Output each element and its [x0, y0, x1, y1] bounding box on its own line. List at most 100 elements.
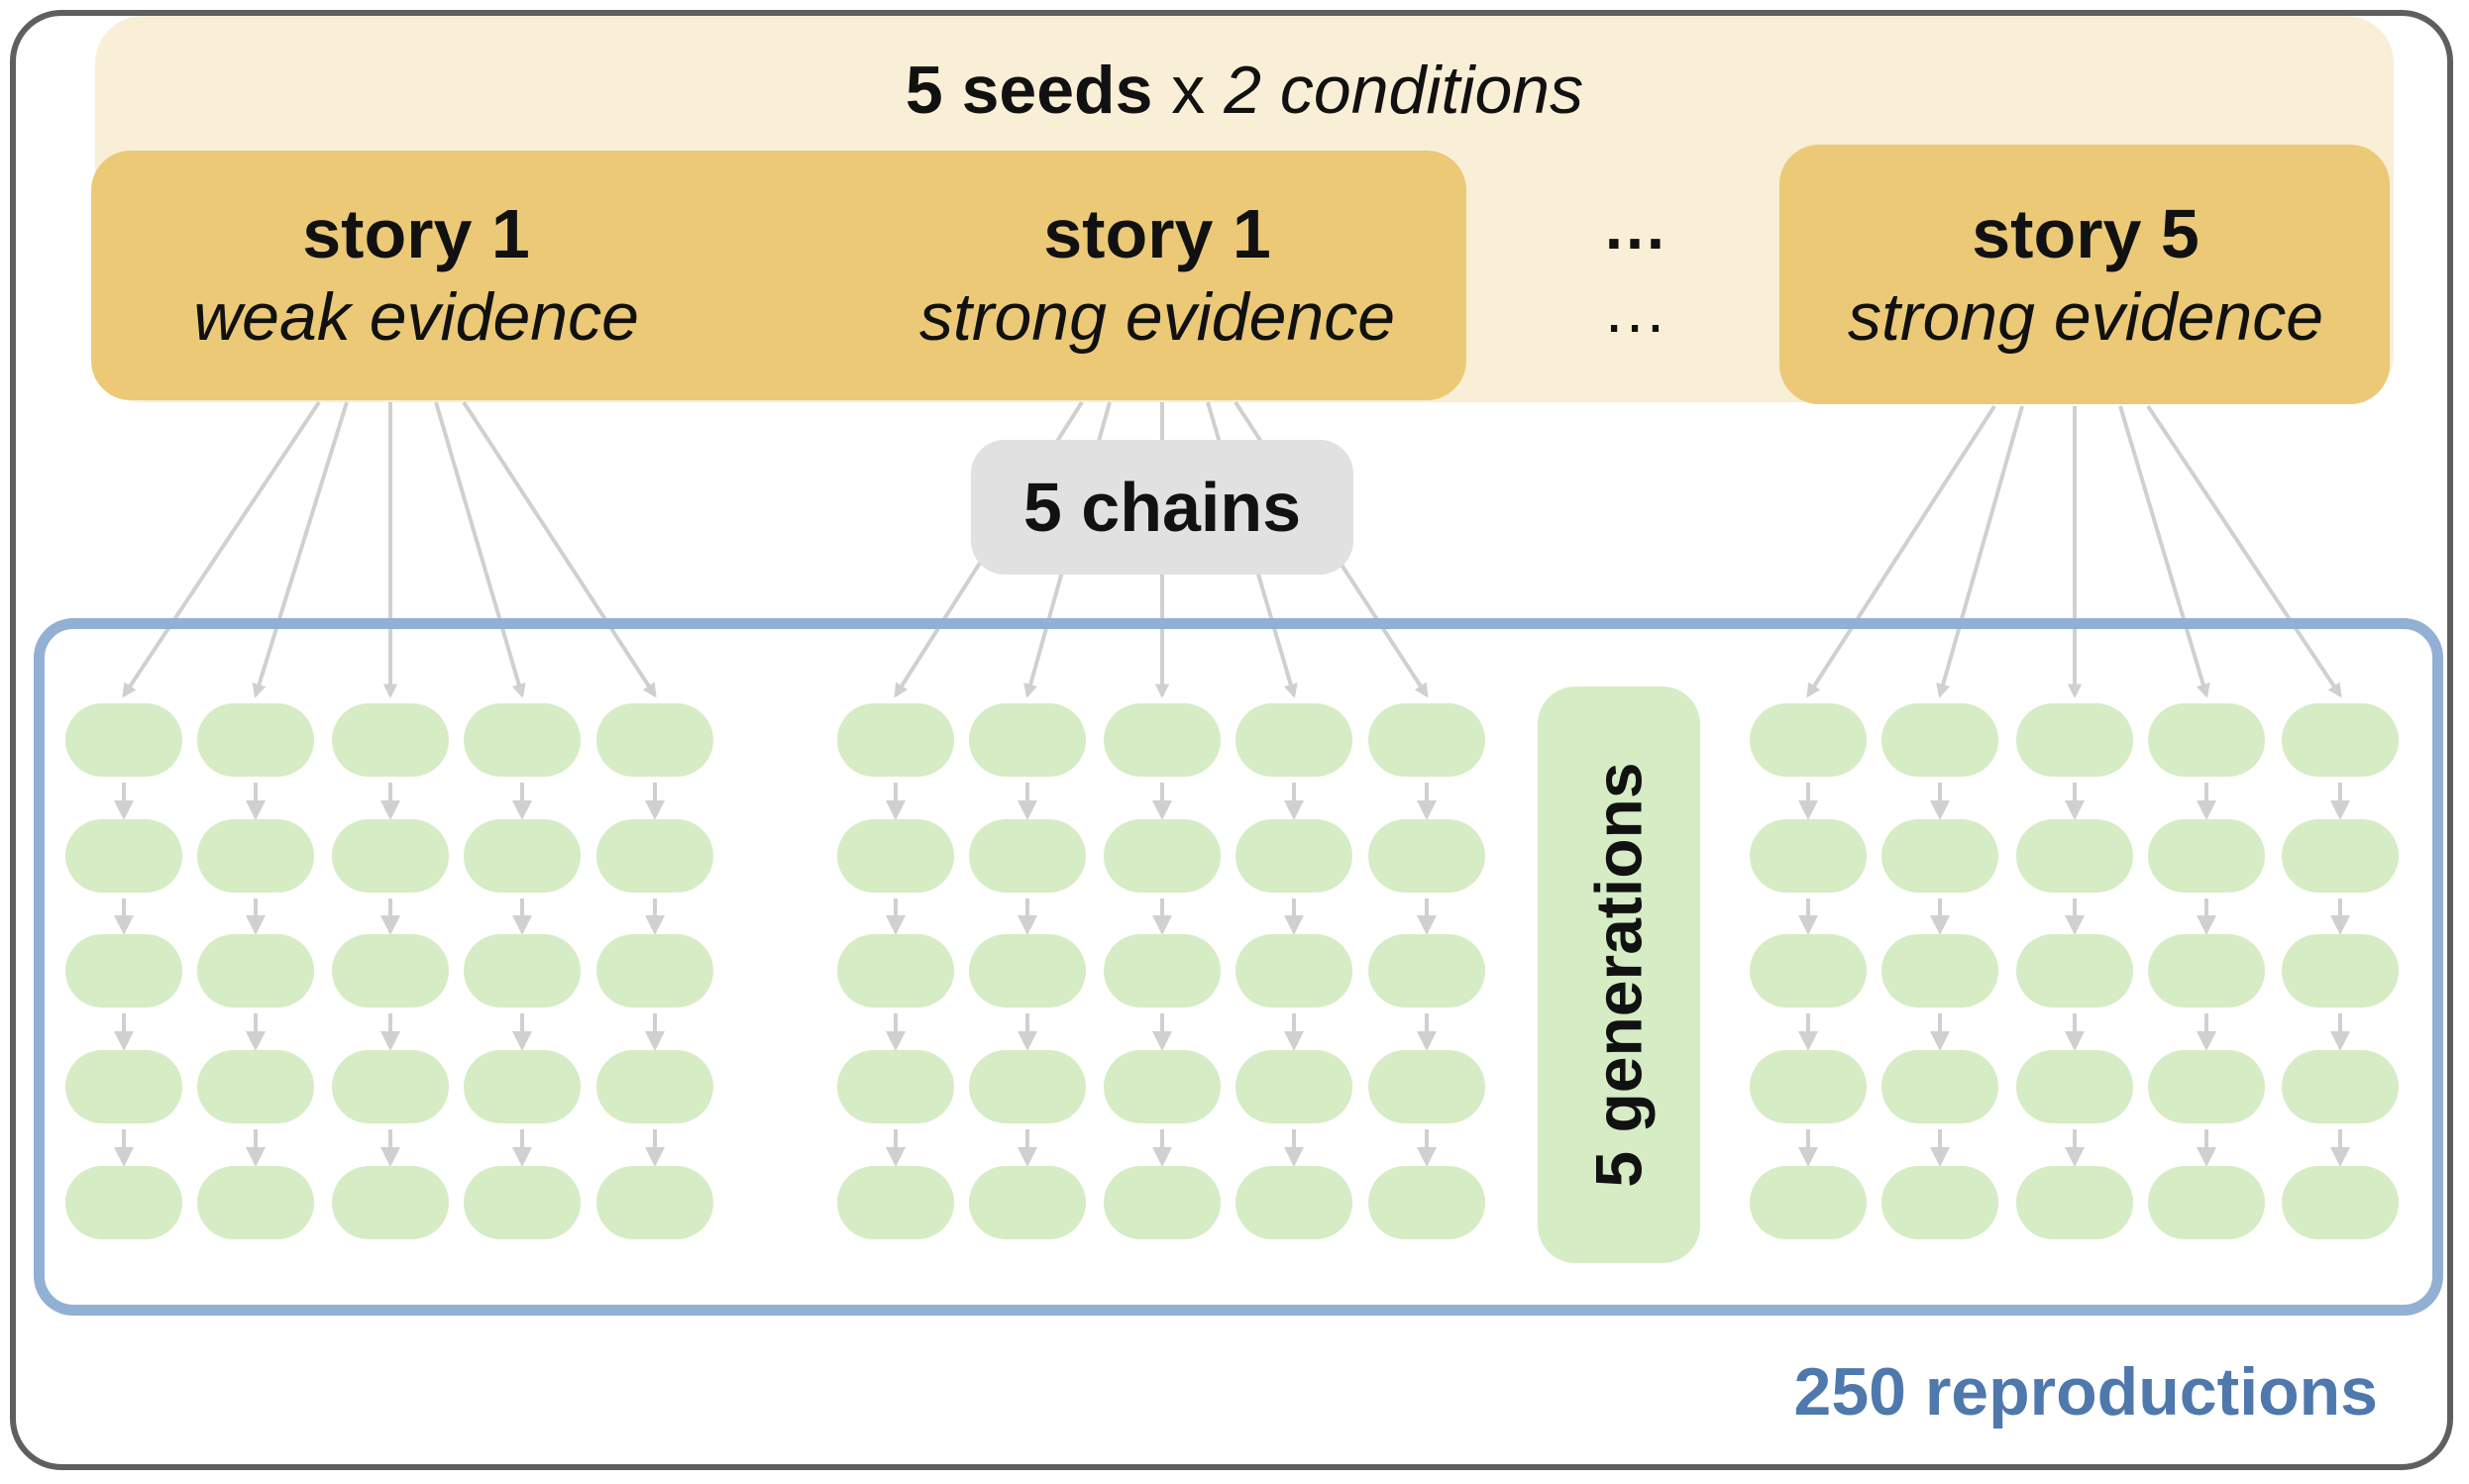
generation-node-g2-c2-r1 — [969, 703, 1086, 777]
generation-node-g2-c4-r1 — [1235, 703, 1352, 777]
generation-node-g1-c1-r3 — [65, 934, 182, 1007]
generation-node-g1-c1-r5 — [65, 1166, 182, 1239]
generation-node-g1-c1-r4 — [65, 1050, 182, 1123]
generation-node-g2-c3-r1 — [1104, 703, 1221, 777]
generation-node-g1-c2-r1 — [197, 703, 314, 777]
node-layer — [65, 703, 2399, 1239]
times-label: x — [1152, 53, 1225, 128]
generation-node-g3-c3-r3 — [2016, 934, 2133, 1007]
generation-node-g3-c5-r4 — [2282, 1050, 2399, 1123]
generation-node-g1-c3-r2 — [332, 819, 449, 893]
generation-node-g1-c2-r2 — [197, 819, 314, 893]
generation-node-g3-c2-r1 — [1881, 703, 1998, 777]
generation-node-g1-c3-r1 — [332, 703, 449, 777]
generation-node-g1-c3-r4 — [332, 1050, 449, 1123]
generation-node-g3-c3-r5 — [2016, 1166, 2133, 1239]
generation-node-g3-c4-r1 — [2148, 703, 2265, 777]
generation-node-g1-c3-r3 — [332, 934, 449, 1007]
story-card-strong-5: story 5 strong evidence — [1783, 192, 2388, 359]
seed-arrow-g3-c1 — [1806, 404, 1996, 698]
story-condition: strong evidence — [1847, 279, 2324, 355]
story-title: story 5 — [1972, 195, 2200, 272]
generation-node-g2-c5-r5 — [1368, 1166, 1485, 1239]
generation-node-g1-c4-r5 — [464, 1166, 581, 1239]
generation-node-g3-c5-r1 — [2282, 703, 2399, 777]
seed-arrow-g1-c5 — [462, 400, 657, 698]
generation-node-g2-c5-r4 — [1368, 1050, 1485, 1123]
generation-node-g2-c3-r4 — [1104, 1050, 1221, 1123]
generation-node-g3-c5-r2 — [2282, 819, 2399, 893]
generation-node-g2-c2-r3 — [969, 934, 1086, 1007]
generation-node-g1-c2-r3 — [197, 934, 314, 1007]
generation-node-g2-c3-r3 — [1104, 934, 1221, 1007]
story-box-left — [91, 151, 1466, 400]
generations-label: 5 generations — [1582, 762, 1657, 1188]
generation-node-g1-c5-r1 — [596, 703, 713, 777]
generation-node-g1-c2-r5 — [197, 1166, 314, 1239]
generation-node-g2-c5-r2 — [1368, 819, 1485, 893]
generation-node-g3-c1-r2 — [1750, 819, 1867, 893]
generation-node-g3-c5-r3 — [2282, 934, 2399, 1007]
chains-label: 5 chains — [971, 440, 1353, 575]
generations-pill — [1538, 687, 1700, 1263]
generation-node-g3-c4-r5 — [2148, 1166, 2265, 1239]
generation-node-g3-c3-r4 — [2016, 1050, 2133, 1123]
generation-node-g2-c1-r4 — [837, 1050, 954, 1123]
generation-node-g2-c2-r5 — [969, 1166, 1086, 1239]
generation-node-g1-c5-r3 — [596, 934, 713, 1007]
generation-node-g2-c4-r2 — [1235, 819, 1352, 893]
reproductions-frame — [34, 618, 2443, 1316]
ellipsis-top: … — [1602, 189, 1667, 263]
generation-node-g2-c1-r3 — [837, 934, 954, 1007]
generation-node-g1-c1-r2 — [65, 819, 182, 893]
seed-arrow-g1-c4 — [434, 401, 526, 698]
generation-node-g3-c2-r4 — [1881, 1050, 1998, 1123]
generation-node-g2-c2-r4 — [969, 1050, 1086, 1123]
story-card-strong-1: story 1 strong evidence — [860, 192, 1454, 359]
generation-node-g3-c1-r5 — [1750, 1166, 1867, 1239]
story-box-right — [1779, 145, 2390, 404]
generation-node-g3-c5-r5 — [2282, 1166, 2399, 1239]
generation-node-g3-c4-r4 — [2148, 1050, 2265, 1123]
seed-to-chain-arrows — [122, 400, 2342, 698]
generation-node-g2-c2-r2 — [969, 819, 1086, 893]
generation-node-g2-c1-r2 — [837, 819, 954, 893]
generation-node-g3-c2-r3 — [1881, 934, 1998, 1007]
generation-node-g3-c4-r2 — [2148, 819, 2265, 893]
generation-node-g1-c4-r3 — [464, 934, 581, 1007]
generation-node-g1-c4-r2 — [464, 819, 581, 893]
story-condition: weak evidence — [193, 279, 639, 355]
generation-node-g2-c4-r5 — [1235, 1166, 1352, 1239]
generation-node-g1-c3-r5 — [332, 1166, 449, 1239]
generation-node-g3-c4-r3 — [2148, 934, 2265, 1007]
seed-arrow-g3-c4 — [2118, 405, 2210, 698]
generation-node-g1-c4-r1 — [464, 703, 581, 777]
generation-node-g1-c1-r1 — [65, 703, 182, 777]
generation-node-g3-c3-r2 — [2016, 819, 2133, 893]
generation-node-g3-c3-r1 — [2016, 703, 2133, 777]
generations-label-wrap: 5 generations — [1538, 687, 1700, 1263]
generation-node-g2-c5-r1 — [1368, 703, 1485, 777]
generation-node-g2-c4-r4 — [1235, 1050, 1352, 1123]
conditions-count-label: 2 conditions — [1224, 53, 1584, 128]
story-title: story 1 — [1043, 195, 1271, 272]
generation-node-g3-c1-r3 — [1750, 934, 1867, 1007]
generation-node-g1-c5-r5 — [596, 1166, 713, 1239]
generation-node-g2-c1-r1 — [837, 703, 954, 777]
generation-node-g1-c4-r4 — [464, 1050, 581, 1123]
ellipsis-bottom: … — [1602, 272, 1667, 346]
generation-node-g2-c1-r5 — [837, 1166, 954, 1239]
generation-node-g1-c5-r2 — [596, 819, 713, 893]
generation-node-g3-c2-r2 — [1881, 819, 1998, 893]
generation-node-g2-c3-r5 — [1104, 1166, 1221, 1239]
seeds-count-label: 5 seeds — [905, 53, 1153, 128]
generation-node-g2-c4-r3 — [1235, 934, 1352, 1007]
seed-arrow-g1-c1 — [122, 400, 321, 698]
generation-node-g3-c2-r5 — [1881, 1166, 1998, 1239]
generation-node-g2-c3-r2 — [1104, 819, 1221, 893]
generation-node-g3-c1-r1 — [1750, 703, 1867, 777]
seed-arrow-g3-c5 — [2146, 404, 2342, 698]
